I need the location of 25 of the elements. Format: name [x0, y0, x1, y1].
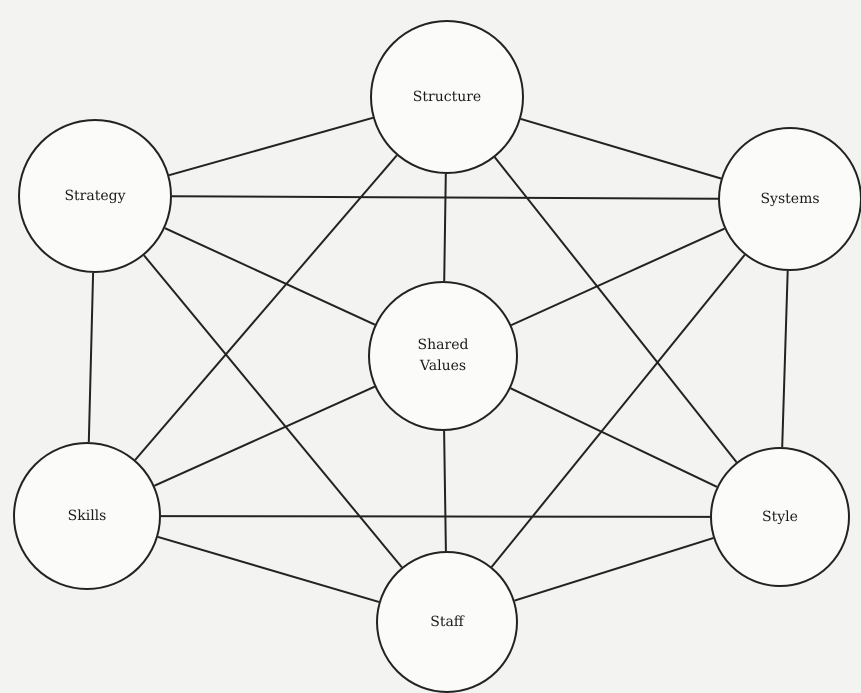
connector-line — [443, 174, 447, 282]
connector-line — [164, 227, 376, 326]
connector-line — [168, 116, 374, 176]
connector-line — [510, 387, 718, 488]
connector-line — [161, 515, 710, 518]
connector-line — [443, 430, 447, 552]
connector-line — [134, 154, 398, 461]
connector-line — [158, 536, 380, 603]
node-label: Strategy — [63, 186, 127, 206]
node-label: Skills — [66, 506, 108, 526]
connector-line — [781, 270, 789, 448]
connector-line — [514, 537, 714, 602]
connector-line — [510, 228, 725, 326]
connector-line — [88, 272, 94, 442]
node-label: Structure — [412, 88, 482, 106]
node-label: Style — [761, 508, 799, 526]
connector-line — [520, 118, 722, 180]
node-label: Staff — [429, 612, 466, 632]
connector-line — [143, 254, 403, 568]
connector-line — [172, 195, 718, 200]
connector-line — [490, 254, 746, 568]
connector-line — [494, 156, 738, 463]
connector-line — [154, 386, 375, 487]
node-label: Systems — [759, 190, 821, 208]
node-label: Shared Values — [416, 336, 470, 376]
